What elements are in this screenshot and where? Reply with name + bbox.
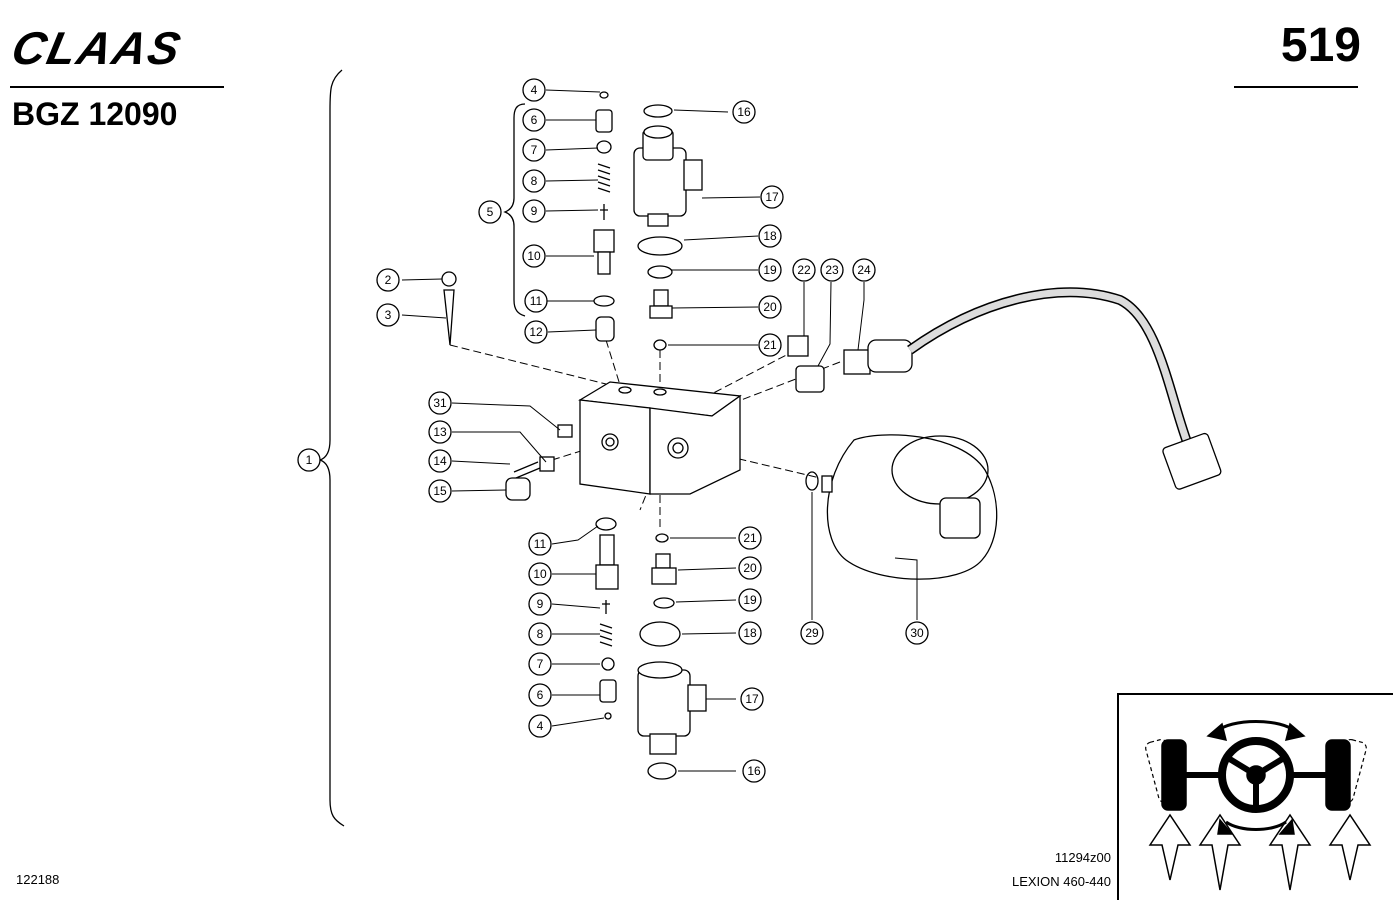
callout-4: 4 (528, 714, 552, 738)
svg-text:11: 11 (530, 294, 543, 308)
svg-text:23: 23 (825, 263, 839, 277)
callout-3: 3 (376, 303, 400, 327)
callout-20: 20 (758, 295, 782, 319)
callout-19: 19 (758, 258, 782, 282)
svg-text:2: 2 (385, 273, 392, 287)
callout-5: 5 (478, 200, 502, 224)
callout-20: 20 (738, 556, 762, 580)
claas-logo: CLAAS (14, 24, 187, 70)
svg-text:7: 7 (537, 657, 544, 671)
callout-18: 18 (738, 621, 762, 645)
svg-text:22: 22 (797, 263, 811, 277)
svg-text:8: 8 (537, 627, 544, 641)
callout-labels: 1 2 3 4 5 6 7 8 9 10 11 12 16 17 18 19 2… (297, 78, 929, 783)
svg-text:17: 17 (765, 190, 779, 204)
svg-text:15: 15 (433, 484, 447, 498)
accumulator (826, 434, 998, 580)
svg-text:3: 3 (385, 308, 392, 322)
svg-text:16: 16 (737, 105, 751, 119)
svg-text:29: 29 (805, 626, 819, 640)
callout-10: 10 (528, 562, 552, 586)
svg-text:17: 17 (745, 692, 759, 706)
reference-number: 122188 (16, 872, 60, 887)
svg-text:20: 20 (743, 561, 757, 575)
callout-24: 24 (852, 258, 876, 282)
callout-16: 16 (742, 759, 766, 783)
solenoid-bottom (637, 669, 691, 737)
callout-6: 6 (528, 683, 552, 707)
steering-wheel-wheels-icon (1117, 693, 1393, 900)
valve-block-right-face (649, 394, 741, 495)
callout-23: 23 (820, 258, 844, 282)
svg-text:10: 10 (527, 249, 541, 263)
callout-29: 29 (800, 621, 824, 645)
callout-8: 8 (528, 622, 552, 646)
svg-text:7: 7 (531, 143, 538, 157)
svg-text:9: 9 (537, 597, 544, 611)
callout-2: 2 (376, 268, 400, 292)
svg-text:18: 18 (743, 626, 757, 640)
svg-text:14: 14 (433, 454, 447, 468)
svg-text:12: 12 (529, 325, 543, 339)
svg-text:24: 24 (857, 263, 871, 277)
svg-text:4: 4 (531, 83, 538, 97)
callout-6: 6 (522, 108, 546, 132)
callout-8: 8 (522, 169, 546, 193)
callout-12: 12 (524, 320, 548, 344)
callout-11: 11 (528, 532, 552, 556)
callout-7: 7 (528, 652, 552, 676)
valve-block-left-face (579, 399, 651, 495)
callout-21: 21 (758, 333, 782, 357)
callout-1: 1 (297, 448, 321, 472)
svg-text:19: 19 (763, 263, 777, 277)
svg-text:6: 6 (531, 113, 538, 127)
svg-text:4: 4 (537, 719, 544, 733)
callout-31: 31 (428, 391, 452, 415)
svg-text:5: 5 (487, 205, 494, 219)
callout-22: 22 (792, 258, 816, 282)
callout-11: 11 (524, 289, 548, 313)
svg-text:20: 20 (763, 300, 777, 314)
page-number: 519 (1280, 19, 1361, 72)
callout-13: 13 (428, 420, 452, 444)
svg-text:13: 13 (433, 425, 447, 439)
header-rule (10, 86, 224, 88)
callout-19: 19 (738, 588, 762, 612)
header-rule (1234, 86, 1358, 88)
svg-text:18: 18 (763, 229, 777, 243)
svg-text:10: 10 (533, 567, 547, 581)
callout-16: 16 (732, 100, 756, 124)
svg-text:19: 19 (743, 593, 757, 607)
callout-10: 10 (522, 244, 546, 268)
subassembly-brace (503, 103, 526, 317)
callout-21: 21 (738, 526, 762, 550)
svg-text:1: 1 (306, 453, 313, 467)
model-name: LEXION 460-440 (1011, 874, 1111, 889)
callout-30: 30 (905, 621, 929, 645)
svg-text:30: 30 (910, 626, 924, 640)
callout-15: 15 (428, 479, 452, 503)
svg-text:11: 11 (534, 537, 547, 551)
svg-text:31: 31 (433, 396, 447, 410)
svg-text:6: 6 (537, 688, 544, 702)
callout-14: 14 (428, 449, 452, 473)
callout-18: 18 (758, 224, 782, 248)
svg-text:8: 8 (531, 174, 538, 188)
svg-text:16: 16 (747, 764, 761, 778)
callout-9: 9 (528, 592, 552, 616)
document-code: BGZ 12090 (12, 96, 178, 132)
callout-7: 7 (522, 138, 546, 162)
callout-4: 4 (522, 78, 546, 102)
callout-9: 9 (522, 199, 546, 223)
drawing-number: 11294z00 (1054, 850, 1111, 865)
claas-logo-text: CLAAS (14, 24, 187, 70)
svg-text:9: 9 (531, 204, 538, 218)
callout-17: 17 (740, 687, 764, 711)
svg-text:21: 21 (763, 338, 777, 352)
callout-17: 17 (760, 185, 784, 209)
assembly-brace (317, 69, 345, 827)
svg-text:21: 21 (743, 531, 757, 545)
